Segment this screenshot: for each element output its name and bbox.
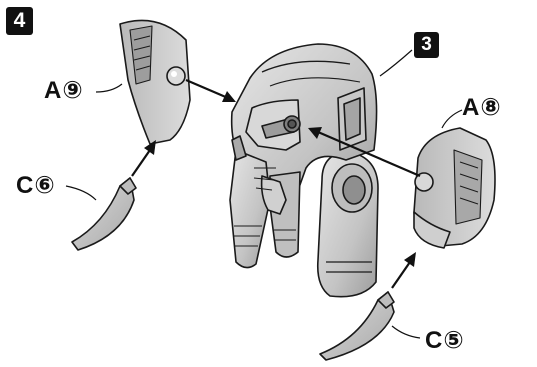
tusk-part-c5 xyxy=(320,292,394,360)
right-ear-part-a8 xyxy=(414,128,495,248)
part-number-badge: 3 xyxy=(414,32,439,58)
leader-c6 xyxy=(66,186,96,200)
arrow-c5-to-a8 xyxy=(392,252,416,288)
arrow-a9-to-body xyxy=(186,80,236,102)
leader-a8 xyxy=(442,110,462,128)
part-label-a8: A⑧ xyxy=(462,93,502,122)
part-label-c5: C⑤ xyxy=(425,326,465,355)
part-label-c6: C⑥ xyxy=(16,171,56,200)
leader-step3 xyxy=(380,50,412,76)
left-ear-part-a9 xyxy=(120,20,190,144)
elephant-body-part xyxy=(230,44,378,297)
part-label-a9: A⑨ xyxy=(44,76,84,105)
leader-a9 xyxy=(96,84,122,92)
step-number-badge: 4 xyxy=(6,7,33,35)
leader-c5 xyxy=(392,326,420,338)
arrow-c6-to-a9 xyxy=(132,140,156,176)
tusk-part-c6 xyxy=(72,178,136,250)
